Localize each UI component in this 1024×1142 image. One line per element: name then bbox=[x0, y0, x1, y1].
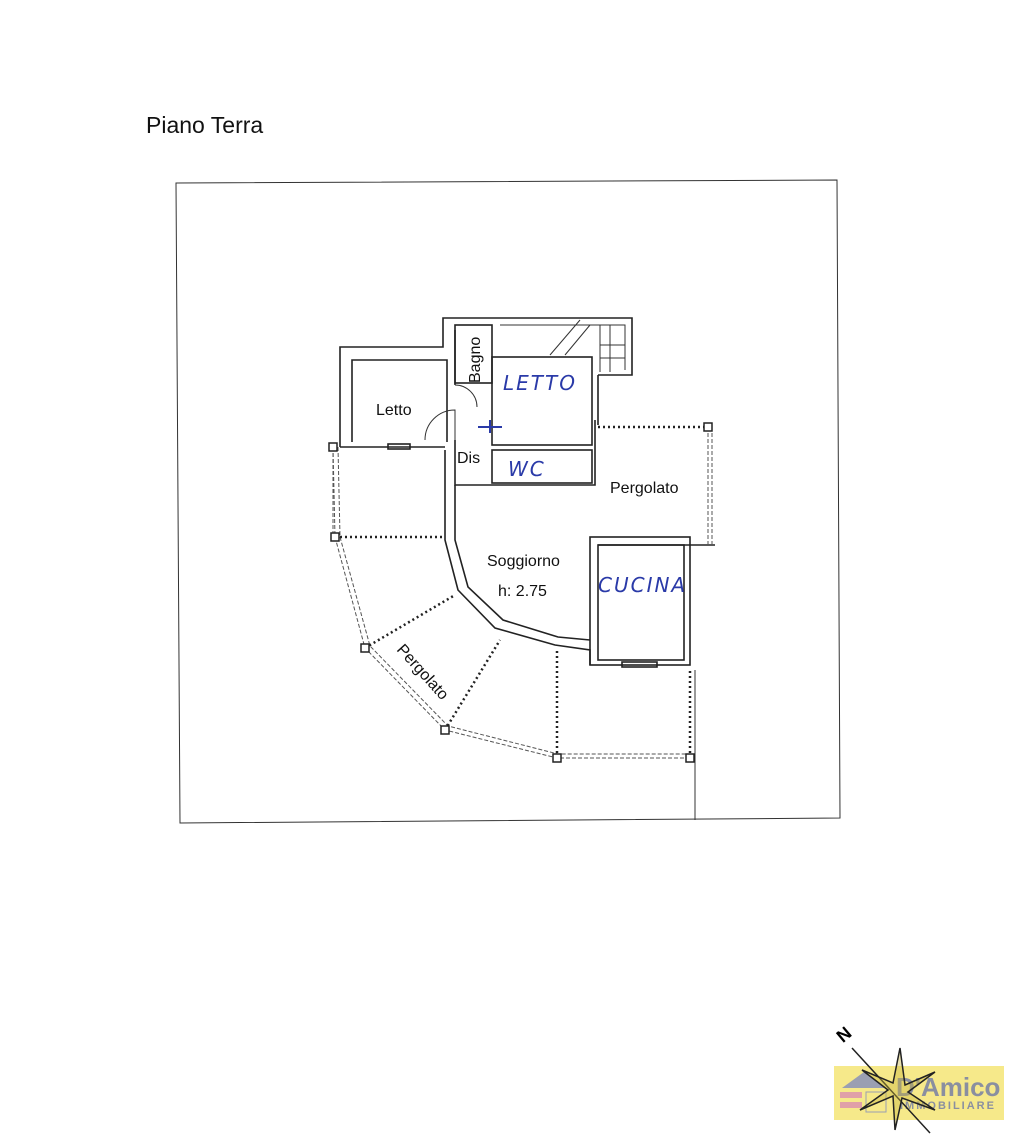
logo-subtitle: IMMOBILIARE bbox=[900, 1100, 996, 1112]
room-label-pergolato-right: Pergolato bbox=[610, 480, 679, 497]
pergola-posts bbox=[328, 422, 713, 763]
walls bbox=[339, 317, 715, 668]
pergola-right bbox=[598, 425, 713, 545]
pergola-left bbox=[332, 446, 692, 759]
agency-logo: D'Amico IMMOBILIARE bbox=[834, 1066, 1004, 1120]
handwritten-letto: LETTO bbox=[503, 371, 577, 395]
house-icon bbox=[840, 1072, 887, 1113]
room-height: h: 2.75 bbox=[498, 583, 547, 600]
handwritten-cucina: CUCINA bbox=[598, 573, 687, 597]
handwritten-mark bbox=[478, 420, 502, 433]
plan-title: Piano Terra bbox=[146, 112, 264, 138]
room-label-letto: Letto bbox=[376, 402, 412, 419]
plan-frame bbox=[175, 179, 841, 824]
logo-name: D'Amico bbox=[896, 1072, 1001, 1102]
room-label-soggiorno: Soggiorno bbox=[487, 553, 560, 570]
room-label-dis: Dis bbox=[457, 450, 480, 467]
room-label-bagno: Bagno bbox=[467, 337, 484, 383]
handwritten-wc: WC bbox=[508, 457, 546, 481]
room-label-pergolato-left: Pergolato bbox=[393, 641, 452, 703]
